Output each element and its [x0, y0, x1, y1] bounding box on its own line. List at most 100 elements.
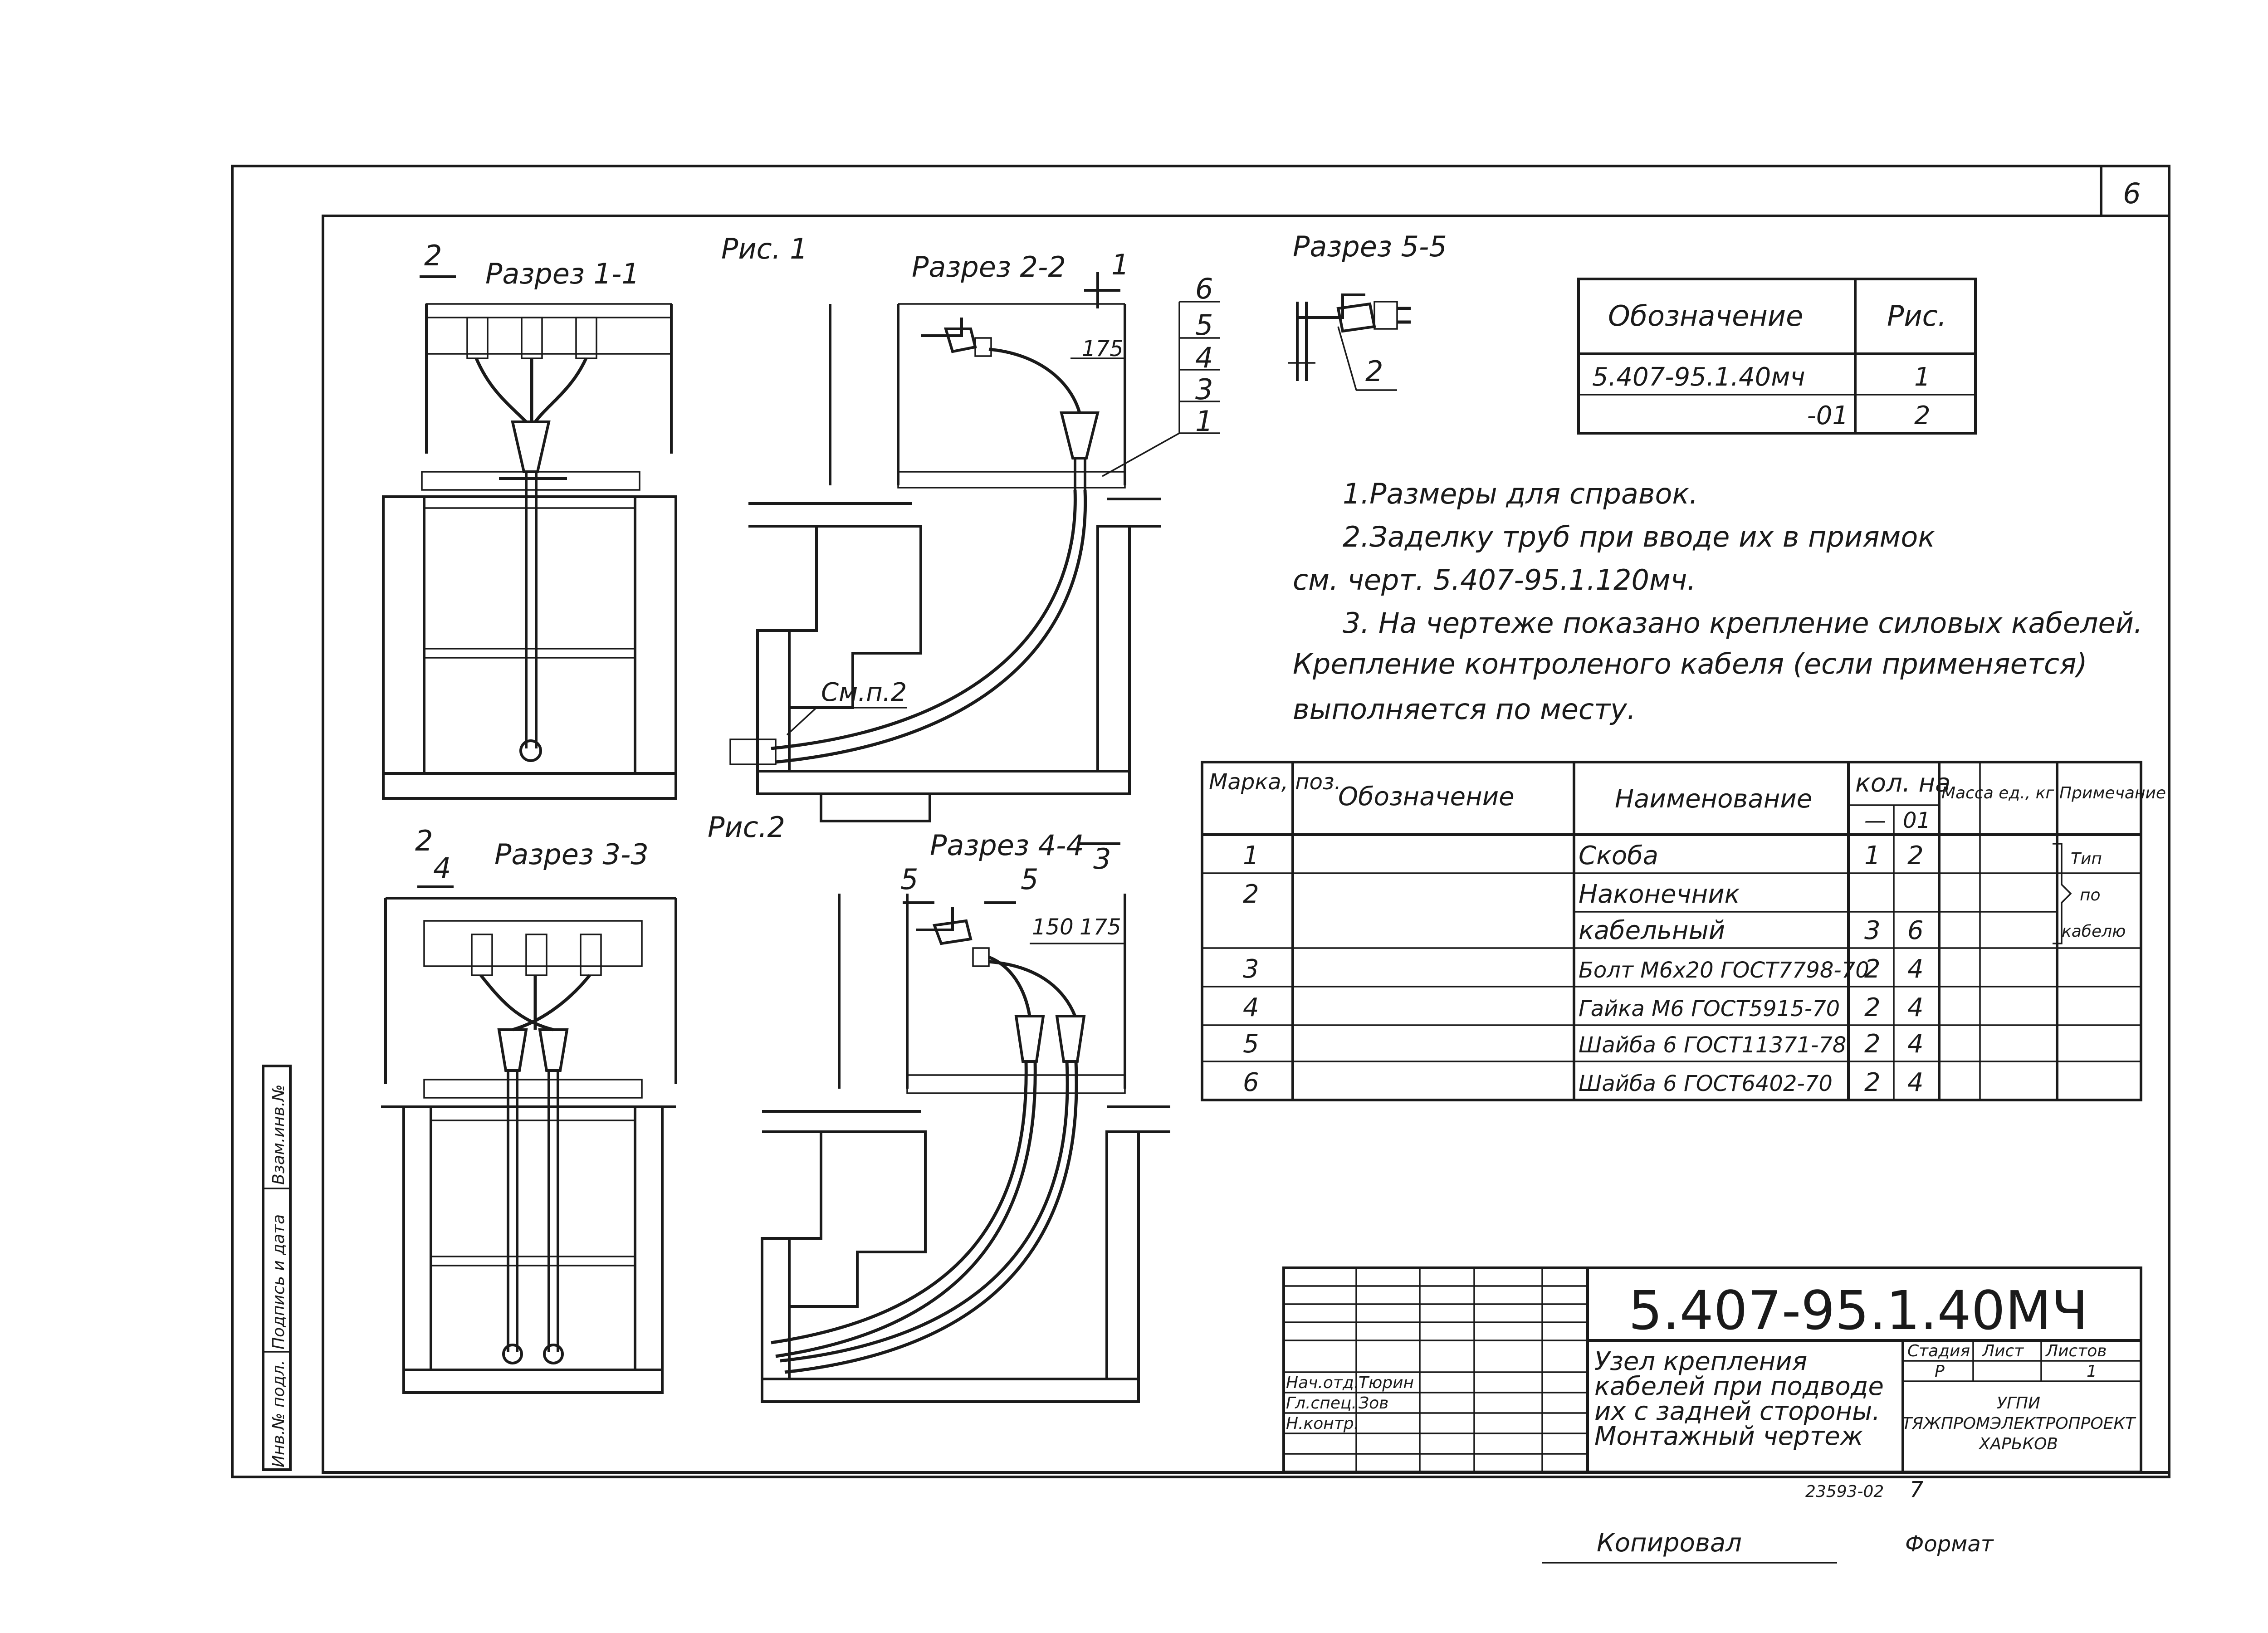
svg-text:2: 2	[424, 239, 442, 272]
svg-text:150: 150	[1032, 914, 1074, 940]
note-3: 3. На чертеже показано крепление силовых…	[1343, 606, 2143, 640]
svg-text:Взам.инв.№: Взам.инв.№	[269, 1084, 288, 1185]
svg-text:6: 6	[1243, 1068, 1259, 1097]
svg-text:23593-02: 23593-02	[1805, 1482, 1884, 1501]
svg-text:Зов: Зов	[1359, 1394, 1388, 1413]
spec-table: Марка, поз. Обозначение Наименование кол…	[1201, 761, 2166, 1101]
svg-text:2: 2	[1864, 954, 1881, 984]
page-number: 6	[2123, 177, 2141, 210]
inner-frame	[322, 215, 2170, 1474]
svg-text:Р: Р	[1935, 1362, 1945, 1381]
svg-text:5: 5	[900, 863, 918, 896]
svg-text:6: 6	[1907, 916, 1924, 945]
svg-text:Шайба 6 ГОСТ11371-78: Шайба 6 ГОСТ11371-78	[1579, 1032, 1846, 1058]
svg-text:1: 1	[1243, 841, 1259, 870]
svg-text:кабелю: кабелю	[2062, 922, 2126, 941]
svg-text:5.407-95.1.40мч: 5.407-95.1.40мч	[1592, 362, 1805, 392]
svg-text:5: 5	[1195, 308, 1213, 342]
svg-text:2: 2	[1907, 841, 1924, 870]
svg-text:Лист: Лист	[1981, 1342, 2024, 1360]
svg-text:1: 1	[1111, 248, 1129, 281]
note-1: 1.Размеры для справок.	[1343, 477, 1698, 510]
svg-text:6: 6	[1195, 272, 1213, 305]
svg-text:Марка, поз.: Марка, поз.	[1209, 769, 1341, 795]
svg-text:1: 1	[1864, 841, 1881, 870]
svg-text:Шайба 6 ГОСТ6402-70: Шайба 6 ГОСТ6402-70	[1579, 1071, 1833, 1096]
svg-text:Обозначение: Обозначение	[1338, 782, 1515, 812]
svg-text:4: 4	[433, 851, 451, 885]
svg-text:3: 3	[1093, 842, 1111, 875]
svg-text:2: 2	[1864, 1029, 1881, 1059]
note-3-cont: Крепление контроленого кабеля (если прим…	[1293, 647, 2087, 680]
note-3-end: выполняется по месту.	[1293, 693, 1636, 726]
svg-text:3: 3	[1864, 916, 1881, 945]
svg-text:1: 1	[2087, 1362, 2097, 1381]
section-1-1: Разрез 1-1 2	[382, 239, 677, 800]
svg-text:их с задней стороны.: их с задней стороны.	[1594, 1397, 1880, 1426]
svg-text:Узел крепления: Узел крепления	[1594, 1347, 1807, 1376]
svg-text:4: 4	[1907, 1068, 1924, 1097]
svg-text:Наконечник: Наконечник	[1579, 880, 1740, 909]
svg-text:Подпись и дата: Подпись и дата	[269, 1214, 288, 1349]
svg-text:Нач.отд.: Нач.отд.	[1286, 1374, 1359, 1392]
svg-text:01: 01	[1903, 808, 1931, 833]
svg-text:175: 175	[1082, 336, 1124, 362]
svg-text:ТЯЖПРОМЭЛЕКТРОПРОЕКТ: ТЯЖПРОМЭЛЕКТРОПРОЕКТ	[1902, 1414, 2136, 1433]
page-number-box	[2100, 165, 2170, 217]
svg-text:4: 4	[1907, 1029, 1924, 1059]
svg-text:Масса ед., кг: Масса ед., кг	[1941, 784, 2054, 802]
svg-text:4: 4	[1907, 993, 1924, 1022]
svg-text:2: 2	[1243, 880, 1259, 909]
section-5-5-title: Разрез 5-5	[1293, 230, 1447, 263]
svg-text:Листов: Листов	[2045, 1342, 2107, 1360]
svg-text:ХАРЬКОВ: ХАРЬКОВ	[1978, 1435, 2058, 1453]
section-5-5: Разрез 5-5 2	[1288, 230, 1447, 391]
svg-text:2: 2	[1864, 993, 1881, 1022]
svg-text:2: 2	[1914, 401, 1931, 430]
svg-text:кабельный: кабельный	[1579, 916, 1725, 945]
section-4-4: Рис.2 Разрез 4-4 3 5 5 150 175	[708, 811, 1170, 1403]
svg-text:5: 5	[1243, 1029, 1259, 1059]
svg-text:4: 4	[1243, 993, 1259, 1022]
svg-text:кабелей при подводе: кабелей при подводе	[1594, 1372, 1884, 1401]
svg-text:Скоба: Скоба	[1579, 841, 1658, 870]
svg-text:Наименование: Наименование	[1615, 784, 1812, 814]
svg-text:2: 2	[415, 824, 433, 857]
svg-text:-01: -01	[1807, 401, 1848, 430]
note-2: 2.Заделку труб при вводе их в приямок	[1343, 520, 1935, 553]
svg-text:Примечание: Примечание	[2059, 784, 2166, 802]
svg-text:по: по	[2080, 886, 2101, 905]
section-3-3-title: Разрез 3-3	[494, 838, 649, 871]
section-3-3: Разрез 3-3 2 4	[381, 824, 677, 1394]
svg-text:Обозначение: Обозначение	[1608, 299, 1803, 332]
svg-text:УГПИ: УГПИ	[1997, 1394, 2040, 1413]
designation-table: Обозначение Рис. 5.407-95.1.40мч 1 -01 2	[1577, 278, 1977, 435]
svg-text:3: 3	[1243, 954, 1259, 984]
svg-text:Копировал: Копировал	[1597, 1528, 1742, 1558]
svg-text:5: 5	[1021, 863, 1038, 896]
section-2-2-title: Разрез 2-2	[912, 250, 1066, 284]
see-note-2-callout: См.п.2	[821, 678, 907, 707]
section-1-1-title: Разрез 1-1	[485, 257, 640, 290]
svg-text:Гайка М6 ГОСТ5915-70: Гайка М6 ГОСТ5915-70	[1579, 996, 1840, 1022]
notes: 1.Размеры для справок. 2.Заделку труб пр…	[1293, 477, 2143, 726]
svg-text:Н.контр.: Н.контр.	[1286, 1414, 1359, 1433]
svg-text:—: —	[1864, 808, 1886, 833]
drawing-code: 5.407-95.1.40МЧ	[1628, 1279, 2088, 1342]
svg-text:Тюрин: Тюрин	[1359, 1374, 1414, 1392]
svg-text:Гл.спец.: Гл.спец.	[1286, 1394, 1357, 1413]
figure-1-label: Рис. 1	[721, 232, 808, 265]
section-2-2: Рис. 1 Разрез 2-2 1 175	[721, 232, 1220, 822]
footer: 23593-02 7 Копировал Формат	[1542, 1477, 1994, 1564]
svg-text:7: 7	[1910, 1477, 1924, 1502]
svg-text:Инв.№ подл.: Инв.№ подл.	[269, 1360, 288, 1467]
item-2-callout: 2	[1365, 355, 1383, 388]
svg-text:3: 3	[1195, 373, 1213, 406]
section-4-4-title: Разрез 4-4	[930, 829, 1084, 862]
svg-text:1: 1	[1914, 362, 1931, 392]
svg-text:Рис.: Рис.	[1887, 299, 1946, 332]
svg-text:1: 1	[1195, 405, 1213, 438]
title-block: Нач.отд. Тюрин Гл.спец. Зов Н.контр. 5.4…	[1282, 1266, 2142, 1473]
svg-text:4: 4	[1907, 954, 1924, 984]
